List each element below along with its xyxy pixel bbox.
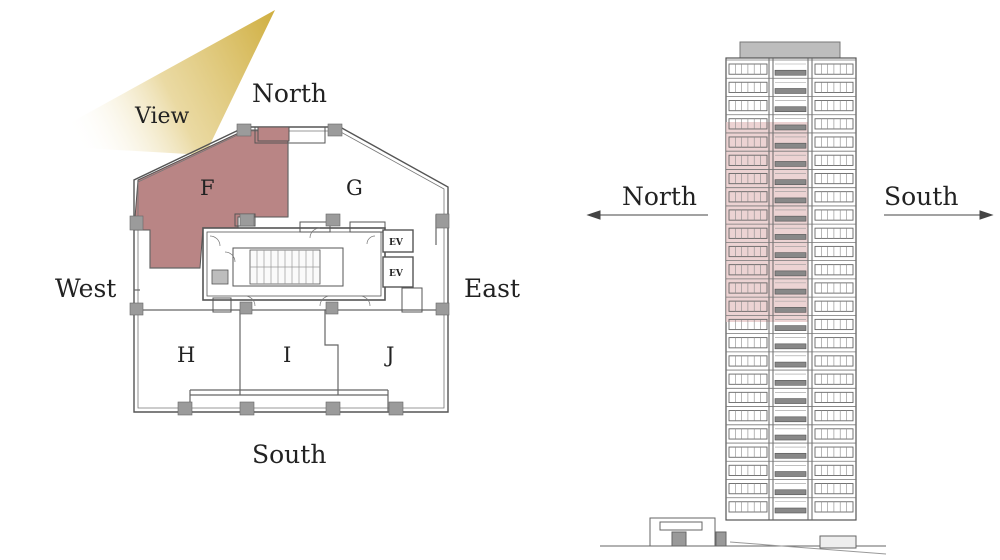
balcony-railing [774,270,807,277]
balcony-railing [774,124,807,131]
plan-north-label: North [252,79,327,108]
balcony-railing [774,380,807,386]
elevation-south-label: South [884,182,958,211]
structural-columns [129,123,450,416]
unit-i-label: I [283,343,291,367]
rooftop [739,41,841,59]
tower-floors [726,59,856,514]
balcony-railing [774,507,807,514]
north-notch [254,126,326,144]
balcony-railing [774,197,807,204]
balcony-railing [774,416,807,423]
elevator-shafts: EV EV [382,229,414,288]
balcony-railing [774,489,807,496]
balcony-railing [774,325,807,331]
balcony-railing [774,161,807,167]
balcony-railing [774,106,807,113]
balcony-railing [774,288,807,295]
balcony-railing [774,179,807,185]
balcony-railing [774,398,807,404]
partition-walls [134,143,445,412]
floor-plan: View [30,10,520,469]
ev-label-1: EV [389,238,404,248]
plan-west-label: West [55,274,116,303]
balcony-railing [774,361,807,368]
elevation: North South [586,41,994,555]
balcony-railing [774,234,807,240]
balcony-railing [774,215,807,222]
south-arrow [884,210,994,220]
stair-treads [250,250,320,284]
balcony-railing [774,252,807,258]
balcony-railing [774,142,807,149]
elevation-north-label: North [622,182,697,211]
balcony-railing [774,343,807,350]
building-core [202,213,423,313]
balcony-railing [774,307,807,313]
plan-south-label: South [252,440,326,469]
door-swings [209,227,376,307]
plan-east-label: East [464,274,520,303]
unit-g-label: G [346,176,363,200]
ev-label-2: EV [389,269,404,279]
unit-h-label: H [177,343,195,367]
north-arrow [586,210,708,220]
balcony-railing [774,434,807,441]
balcony-railing [774,452,807,459]
unit-j-label: J [384,343,394,367]
view-label: View [134,104,190,129]
balcony-railing [774,88,807,94]
balcony-railing [774,69,807,76]
view-cone [30,10,275,155]
balcony-railing [774,471,807,477]
unit-f-label: F [200,176,215,200]
podium [600,517,887,555]
